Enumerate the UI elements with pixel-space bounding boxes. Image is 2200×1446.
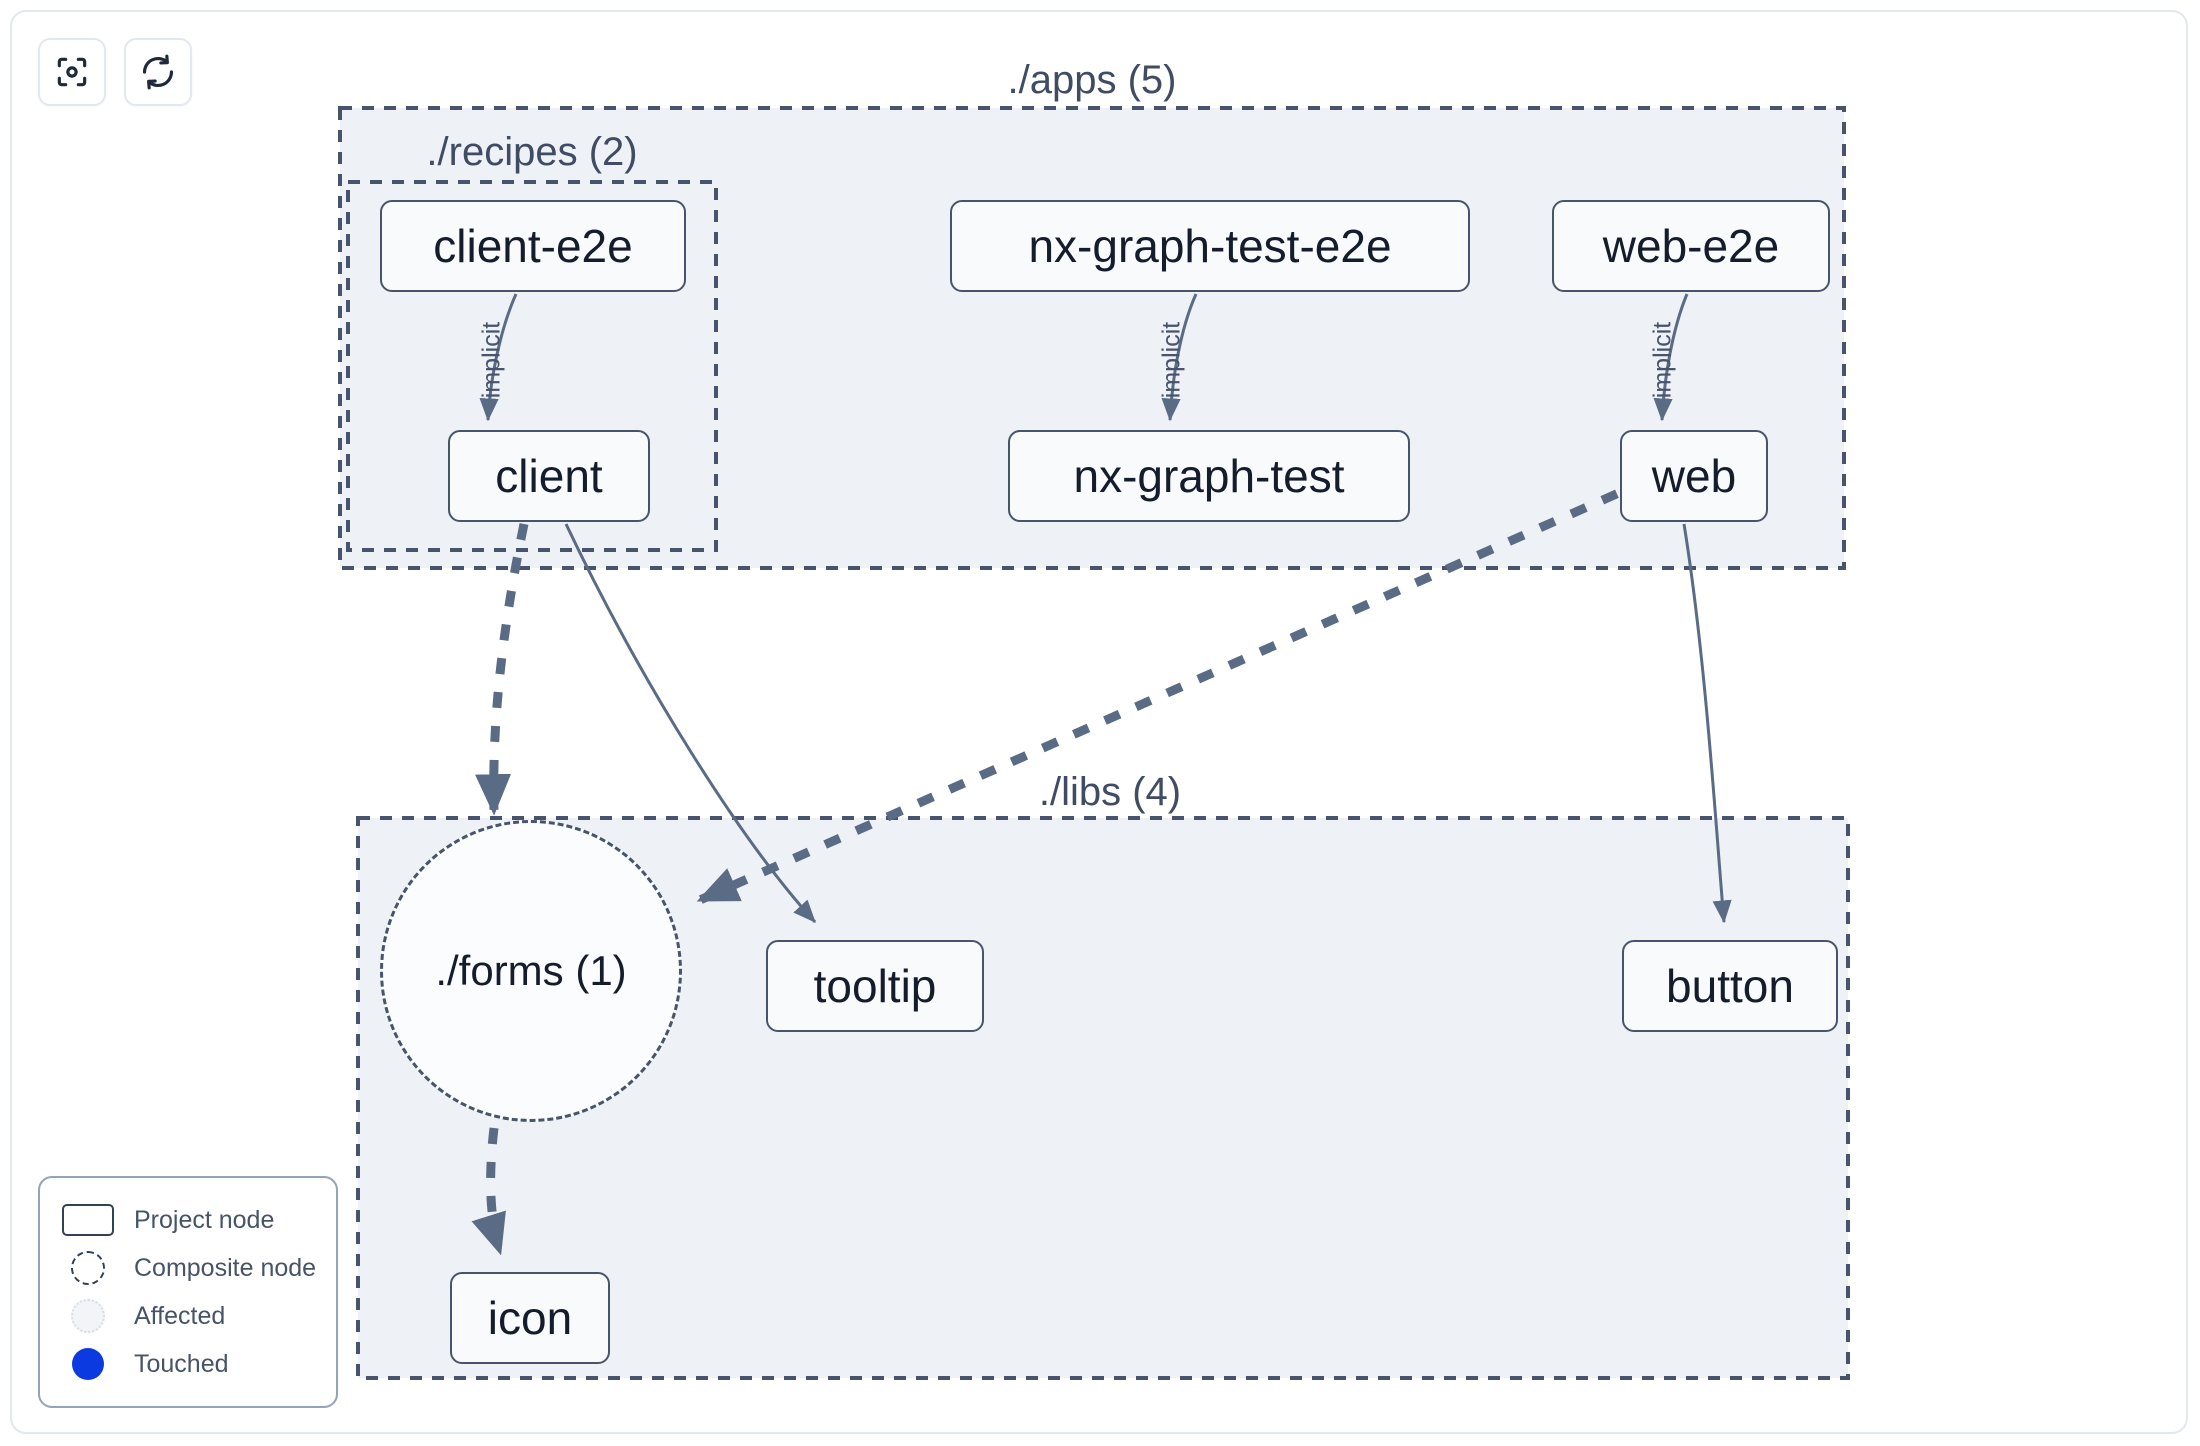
node-nx-graph-test[interactable]: nx-graph-test (1008, 430, 1410, 522)
edge-nxgraphteste2e-to-nxgraphtest (1161, 293, 1198, 422)
affected-swatch (60, 1299, 116, 1333)
focus-graph-button[interactable] (38, 38, 106, 106)
node-icon[interactable]: icon (450, 1272, 610, 1364)
edge-forms-to-icon (471, 1127, 506, 1256)
focus-scan-icon (53, 53, 91, 91)
refresh-graph-button[interactable] (124, 38, 192, 106)
touched-swatch (60, 1347, 116, 1381)
node-button[interactable]: button (1622, 940, 1838, 1032)
legend-label-touched: Touched (134, 1349, 229, 1378)
edge-client-to-forms (475, 523, 529, 816)
legend-item-affected: Affected (60, 1292, 316, 1340)
edge-client-e2e-to-client (479, 293, 518, 422)
legend-item-composite-node: Composite node (60, 1244, 316, 1292)
graph-toolbar (38, 38, 192, 106)
legend-label-composite-node: Composite node (134, 1253, 317, 1282)
node-tooltip[interactable]: tooltip (766, 940, 984, 1032)
node-forms-composite[interactable]: ./forms (1) (380, 820, 682, 1122)
legend-label-project-node: Project node (134, 1205, 275, 1234)
edge-client-to-tooltip (564, 523, 817, 924)
node-nx-graph-test-e2e[interactable]: nx-graph-test-e2e (950, 200, 1470, 292)
legend-item-project-node: Project node (60, 1196, 316, 1244)
node-client[interactable]: client (448, 430, 650, 522)
legend-item-touched: Touched (60, 1340, 316, 1388)
legend-label-affected: Affected (134, 1301, 226, 1330)
node-web[interactable]: web (1620, 430, 1768, 522)
node-client-e2e[interactable]: client-e2e (380, 200, 686, 292)
project-node-swatch (60, 1203, 116, 1237)
edge-web-to-button (1682, 523, 1732, 924)
edge-web-to-forms (696, 475, 1650, 905)
edge-webe2e-to-web (1653, 293, 1689, 422)
node-web-e2e[interactable]: web-e2e (1552, 200, 1830, 292)
graph-legend: Project node Composite node Affected Tou… (38, 1176, 338, 1408)
composite-node-swatch (60, 1251, 116, 1285)
refresh-icon (139, 53, 177, 91)
